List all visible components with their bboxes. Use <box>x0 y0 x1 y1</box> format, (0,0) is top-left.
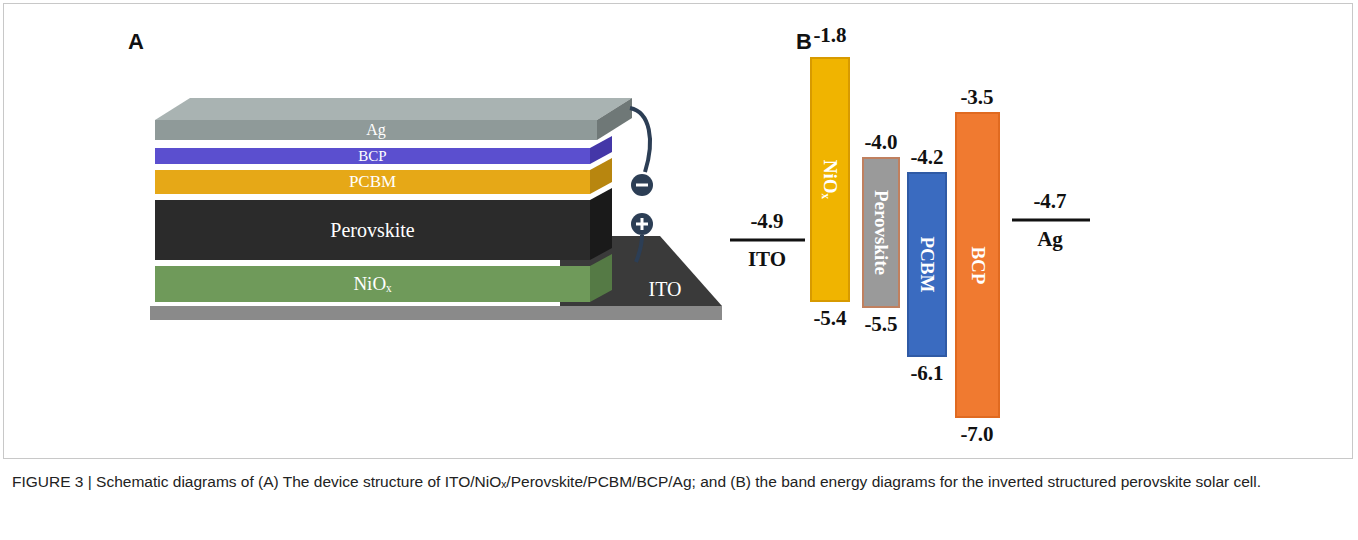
pcbm-side <box>590 158 612 194</box>
device-layer: BCP <box>155 148 590 164</box>
energy-value: -4.0 <box>864 131 897 154</box>
panel-letter: B <box>796 30 812 54</box>
minus-sign <box>636 184 648 187</box>
layer-name: Perovskite <box>871 190 892 275</box>
energy-value: -6.1 <box>910 362 943 385</box>
device-layer: NiOₓ <box>155 266 590 302</box>
energy-value: -5.4 <box>813 307 846 330</box>
niox-side <box>590 254 612 302</box>
band-bar: NiOₓ <box>810 57 850 302</box>
layer-name: ITO <box>649 278 682 300</box>
energy-value: -4.2 <box>910 146 943 169</box>
energy-value: -1.8 <box>813 24 846 47</box>
layer-name: Ag <box>366 121 386 139</box>
bcp-side <box>590 136 612 164</box>
device-layer: PCBM <box>155 170 590 194</box>
device-layer: Perovskite <box>155 200 590 260</box>
electrode-name: ITO <box>748 248 786 271</box>
device-layer: Ag <box>155 120 597 140</box>
electrode-name: Ag <box>1037 228 1063 251</box>
layer-name: NiOₓ <box>353 274 391 295</box>
band-bar: PCBM <box>907 172 947 357</box>
layer-name: NiOₓ <box>820 160 841 199</box>
layer-name: BCP <box>967 246 988 284</box>
positive-wire <box>636 235 642 262</box>
positive-terminal <box>631 213 653 235</box>
layer-name: BCP <box>358 148 386 165</box>
negative-wire <box>630 108 650 172</box>
negative-terminal <box>631 174 653 196</box>
band-bar: BCP <box>955 112 1000 418</box>
ag-side <box>597 98 632 140</box>
energy-value: -5.5 <box>864 313 897 336</box>
energy-value: -4.7 <box>1033 190 1066 213</box>
layer-name: Perovskite <box>330 219 414 241</box>
layer-name: PCBM <box>917 237 938 293</box>
ag-level <box>1012 219 1090 222</box>
energy-value: -3.5 <box>960 86 993 109</box>
figure-caption: FIGURE 3 | Schematic diagrams of (A) The… <box>12 470 1342 494</box>
energy-value: -7.0 <box>960 423 993 446</box>
ito-level <box>730 239 805 242</box>
ag-top <box>155 98 632 120</box>
band-bar: Perovskite <box>862 157 900 308</box>
energy-value: -4.9 <box>750 210 783 233</box>
plus-sign <box>641 218 644 230</box>
layer-name: PCBM <box>349 173 396 192</box>
perovskite-side <box>590 188 612 260</box>
device-layer: ITO <box>615 274 715 304</box>
substrate-edge <box>150 306 722 320</box>
panel-letter: A <box>128 30 144 54</box>
